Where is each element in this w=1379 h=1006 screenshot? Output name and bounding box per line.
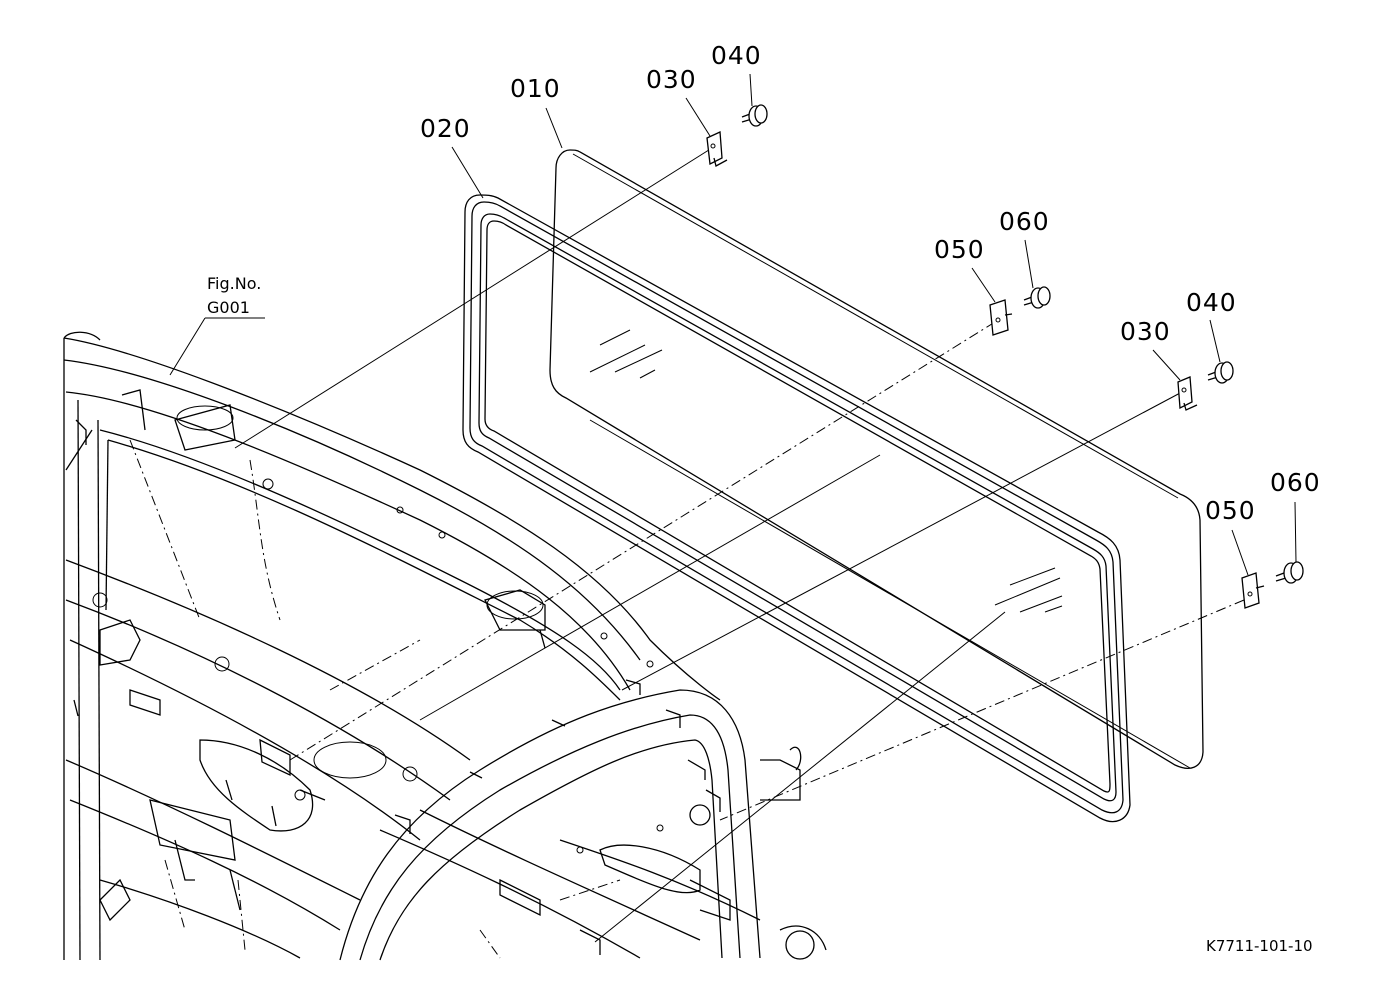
clip-050-upper — [989, 299, 1013, 336]
assembly-lines — [234, 147, 1245, 943]
callout-040-lower: 040 — [1186, 288, 1237, 317]
figure-reference: Fig.No. G001 — [207, 274, 261, 317]
callout-010: 010 — [510, 74, 561, 103]
callout-060-upper: 060 — [999, 207, 1050, 236]
window-seal-020 — [462, 194, 1131, 823]
figure-reference-line2: G001 — [207, 298, 250, 317]
screw-060-upper — [1023, 286, 1051, 309]
callout-060-lower: 060 — [1270, 468, 1321, 497]
cab-frame — [63, 331, 827, 961]
callout-050-lower: 050 — [1205, 496, 1256, 525]
figure-reference-line1: Fig.No. — [207, 274, 261, 293]
leader-lines — [169, 73, 1297, 576]
bolt-040-upper — [741, 104, 768, 127]
callout-040-upper: 040 — [711, 41, 762, 70]
clip-050-lower — [1241, 572, 1265, 609]
callout-020: 020 — [420, 114, 471, 143]
screw-060-lower — [1275, 561, 1304, 584]
callout-050-upper: 050 — [934, 235, 985, 264]
drawing-code: K7711-101-10 — [1206, 937, 1313, 955]
rear-glass-010 — [549, 149, 1204, 769]
callout-030-lower: 030 — [1120, 317, 1171, 346]
bracket-030-lower — [1177, 376, 1198, 411]
bracket-030-upper — [706, 131, 728, 167]
bolt-040-lower — [1207, 361, 1234, 384]
callout-labels: 010 020 030 040 050 060 030 040 050 060 — [420, 41, 1321, 525]
callout-030-upper: 030 — [646, 65, 697, 94]
